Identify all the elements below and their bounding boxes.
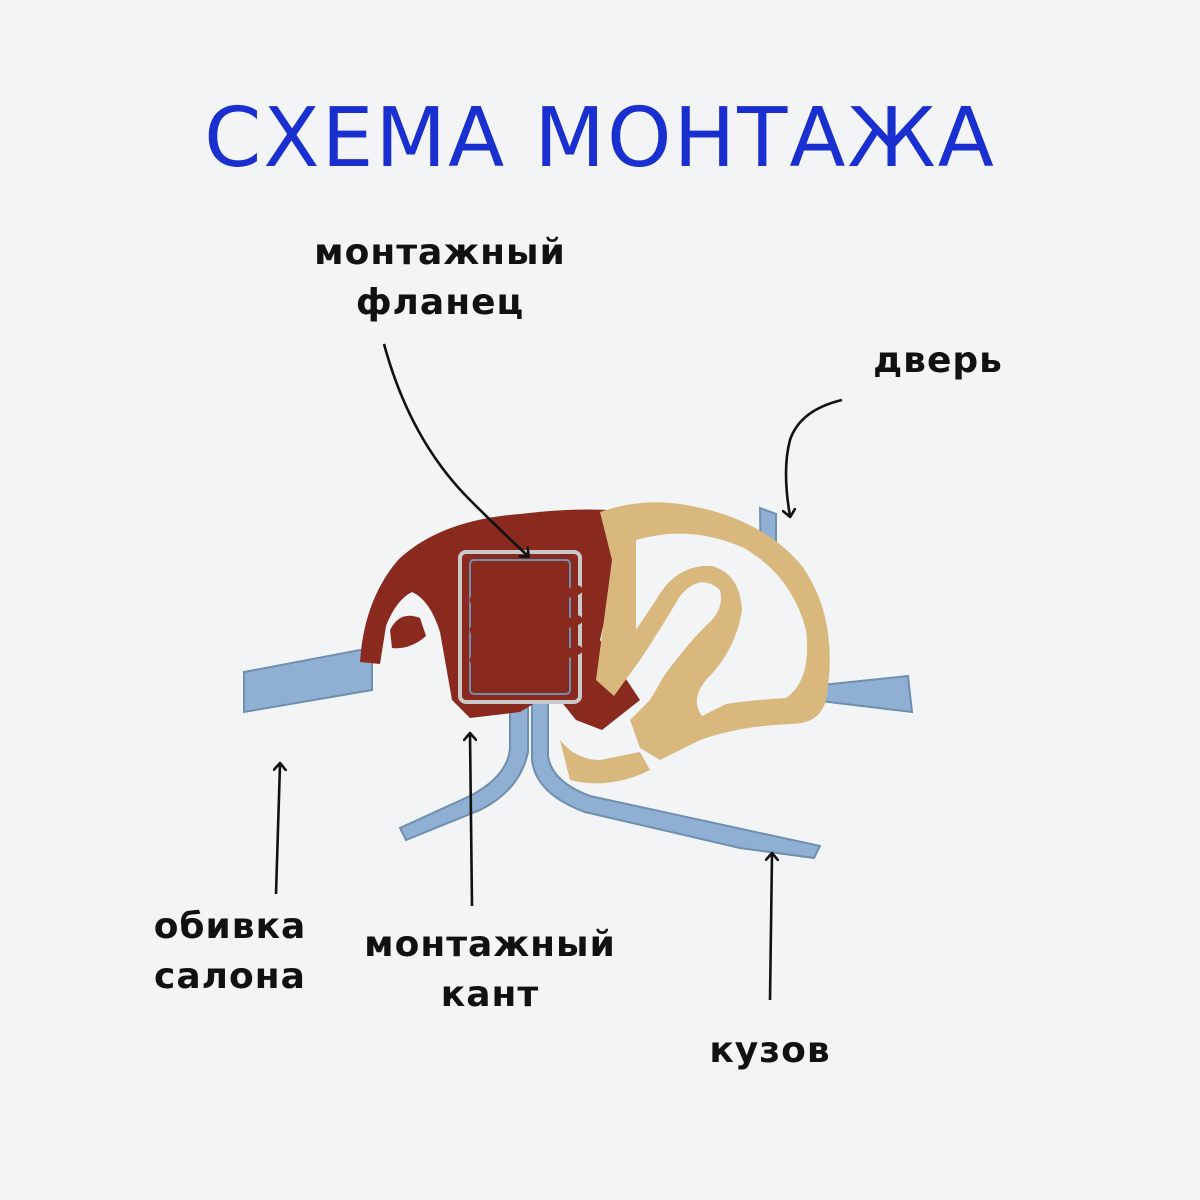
trim-arrow <box>276 764 280 895</box>
label-door-text: дверь <box>873 340 1003 381</box>
label-car-body-text: кузов <box>709 1030 831 1071</box>
label-mounting-edge-line2: кант <box>440 974 540 1015</box>
label-door: дверь <box>858 336 1018 386</box>
arrows <box>276 343 843 1001</box>
label-cabin-trim: обивка салона <box>130 902 330 1002</box>
body-arrow <box>770 854 772 1001</box>
label-mounting-flange-line2: фланец <box>355 282 525 323</box>
cabin-trim-panel <box>243 648 373 714</box>
label-mounting-flange: монтажный фланец <box>290 228 590 328</box>
door-seal-bulb <box>560 502 830 784</box>
mounting-edge-seal <box>360 509 640 730</box>
edge-arrow <box>470 734 472 907</box>
page-title: СХЕМА МОНТАЖА <box>204 91 996 186</box>
label-mounting-flange-line1: монтажный <box>314 232 566 273</box>
label-car-body: кузов <box>690 1026 850 1076</box>
door-arrow <box>786 398 843 516</box>
flange-arrow <box>382 343 528 556</box>
label-mounting-edge-line1: монтажный <box>364 924 616 965</box>
label-cabin-trim-line1: обивка <box>153 906 307 947</box>
label-mounting-edge: монтажный кант <box>340 920 640 1020</box>
label-cabin-trim-line2: салона <box>154 956 306 997</box>
